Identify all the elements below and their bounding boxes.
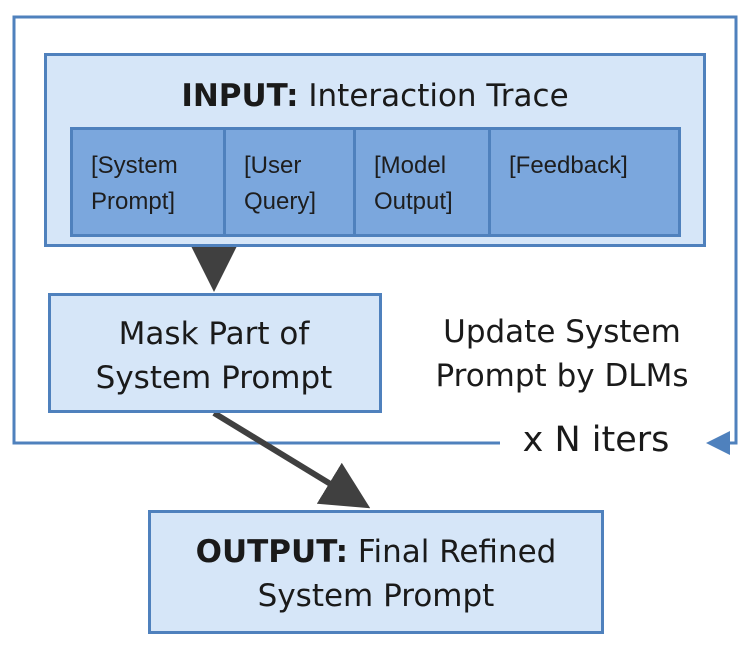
input-title-bold: INPUT:	[181, 78, 299, 114]
output-box	[148, 510, 604, 634]
input-title: INPUT: Interaction Trace	[44, 78, 706, 114]
mask-box	[48, 293, 382, 413]
arrow-mask-to-output	[212, 410, 371, 509]
trace-cell-label: [Feedback]	[509, 152, 628, 179]
loop-frame	[12, 15, 738, 455]
input-title-text: Interaction Trace	[298, 78, 569, 114]
update-label: Update System Prompt by DLMs	[435, 314, 689, 394]
mask-label: Mask Part of System Prompt	[95, 316, 333, 396]
trace-cell-label: [Model Output]	[374, 152, 453, 215]
trace-cell-label: [User Query]	[244, 152, 317, 215]
trace-cell-model-output: [Model Output]	[353, 127, 491, 237]
output-title-text: Final Refined System Prompt	[257, 534, 557, 614]
output-title-bold: OUTPUT:	[195, 534, 349, 570]
trace-cell-system-prompt: [System Prompt]	[70, 127, 226, 237]
trace-cell-feedback: [Feedback]	[488, 127, 681, 237]
trace-cell-label: [System Prompt]	[91, 152, 178, 215]
iters-label: x N iters	[500, 416, 692, 464]
trace-cell-user-query: [User Query]	[223, 127, 356, 237]
output-title: OUTPUT: Final Refined System Prompt	[150, 530, 602, 618]
